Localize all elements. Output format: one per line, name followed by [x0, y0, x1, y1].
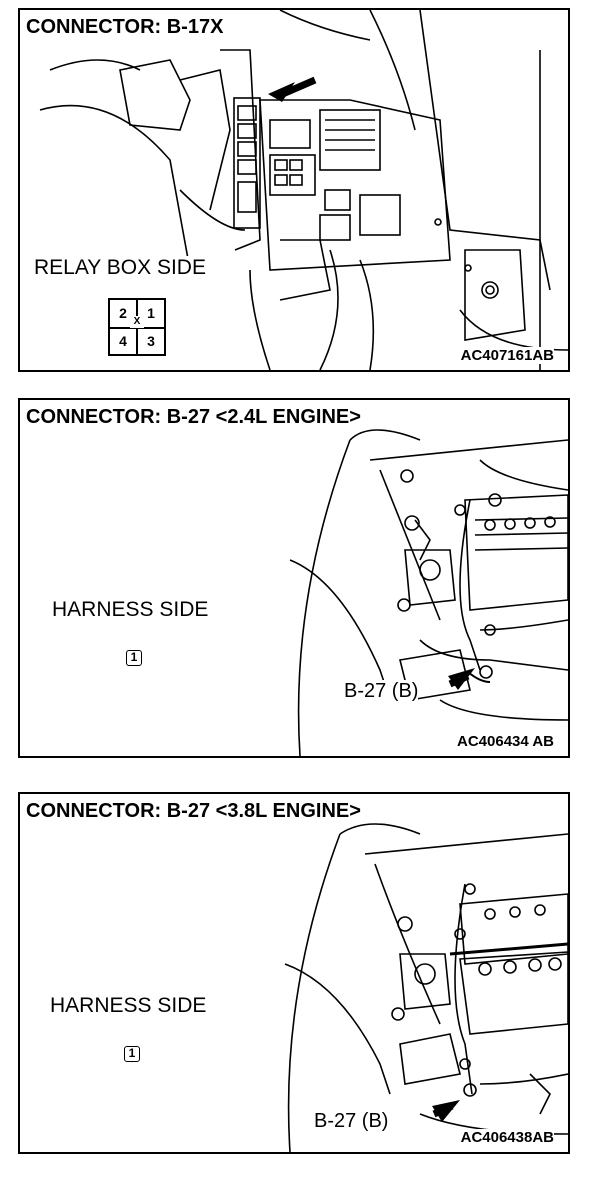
pin-3: 3: [147, 333, 155, 349]
relay-box-side-label: RELAY BOX SIDE: [34, 256, 206, 280]
connector-b17x-panel: CONNECTOR: B-17X: [18, 8, 570, 372]
figure-code: AC406438AB: [460, 1129, 554, 1146]
figure-code: AC407161AB: [460, 347, 554, 364]
b27-callout-label: B-27 (B): [344, 680, 419, 703]
connector-face-b17x: 2 1 4 3 X: [108, 298, 166, 356]
pin-center-mark: X: [130, 316, 144, 328]
engine-bay-24l-illustration: [289, 429, 568, 756]
pin-1: 1: [147, 305, 155, 321]
panel-title: CONNECTOR: B-27 <2.4L ENGINE>: [26, 406, 365, 429]
harness-side-label: HARNESS SIDE: [50, 994, 207, 1018]
panel-title: CONNECTOR: B-27 <3.8L ENGINE>: [26, 800, 365, 823]
connector-face-b27-pin: 1: [124, 1046, 140, 1062]
b27-callout-label: B-27 (B): [314, 1110, 389, 1133]
relay-box-illustration: [39, 10, 568, 370]
pin-2: 2: [119, 305, 127, 321]
connector-b27-24l-panel: CONNECTOR: B-27 <2.4L ENGINE>: [18, 398, 570, 758]
connector-face-b27-pin: 1: [126, 650, 142, 666]
figure-code: AC406434 AB: [457, 733, 554, 750]
panel-title: CONNECTOR: B-17X: [26, 16, 228, 39]
pin-4: 4: [119, 333, 127, 349]
engine-bay-38l-illustration: [284, 823, 568, 1152]
connector-b27-38l-panel: CONNECTOR: B-27 <3.8L ENGINE>: [18, 792, 570, 1154]
harness-side-label: HARNESS SIDE: [52, 598, 209, 622]
